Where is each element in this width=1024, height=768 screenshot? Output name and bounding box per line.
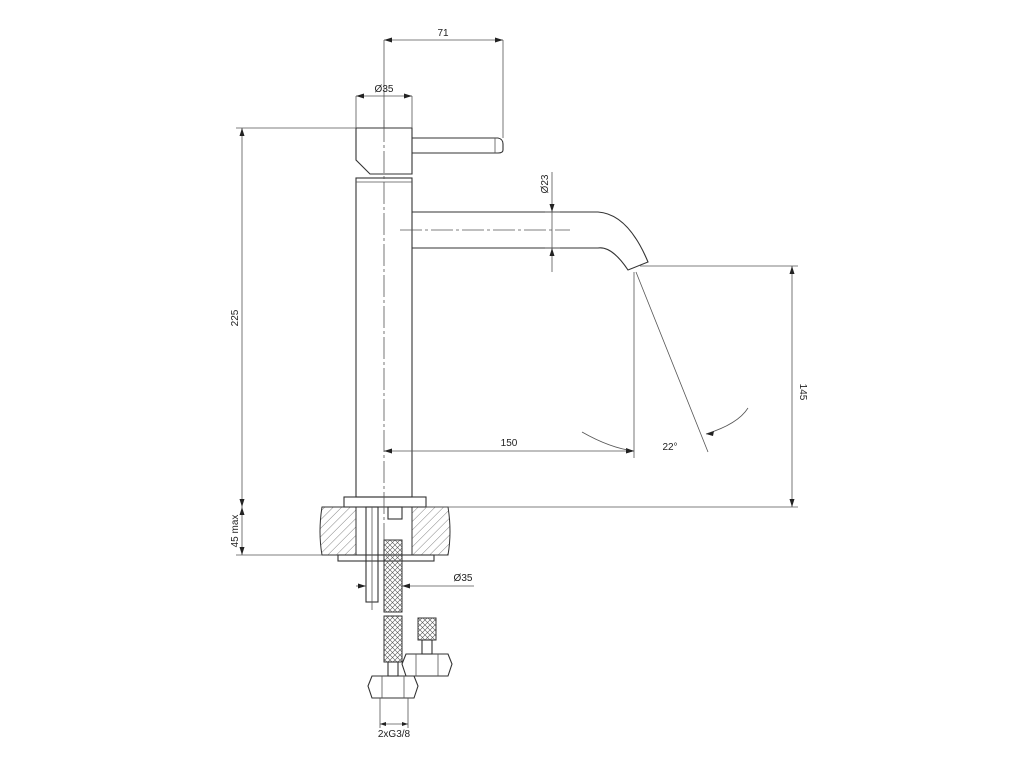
dim-connection-thread: 2xG3/8 (378, 729, 411, 740)
flexible-hoses (367, 539, 453, 699)
dim-spout-reach: 150 (501, 438, 518, 449)
dim-body-diameter: Ø35 (375, 84, 394, 95)
dim-spout-diameter: Ø23 (540, 174, 551, 193)
dim-max-deck-thickness: 45 max (230, 515, 241, 548)
dim-outlet-height: 145 (797, 384, 808, 401)
faucet-body (343, 120, 649, 610)
dim-handle-reach: 71 (437, 28, 449, 39)
dim-shank-diameter: Ø35 (454, 573, 473, 584)
dim-total-height: 225 (230, 309, 241, 326)
dimension-annotations: 71 Ø35 225 Ø23 150 145 (230, 28, 808, 740)
dim-outlet-angle: 22° (662, 442, 677, 453)
